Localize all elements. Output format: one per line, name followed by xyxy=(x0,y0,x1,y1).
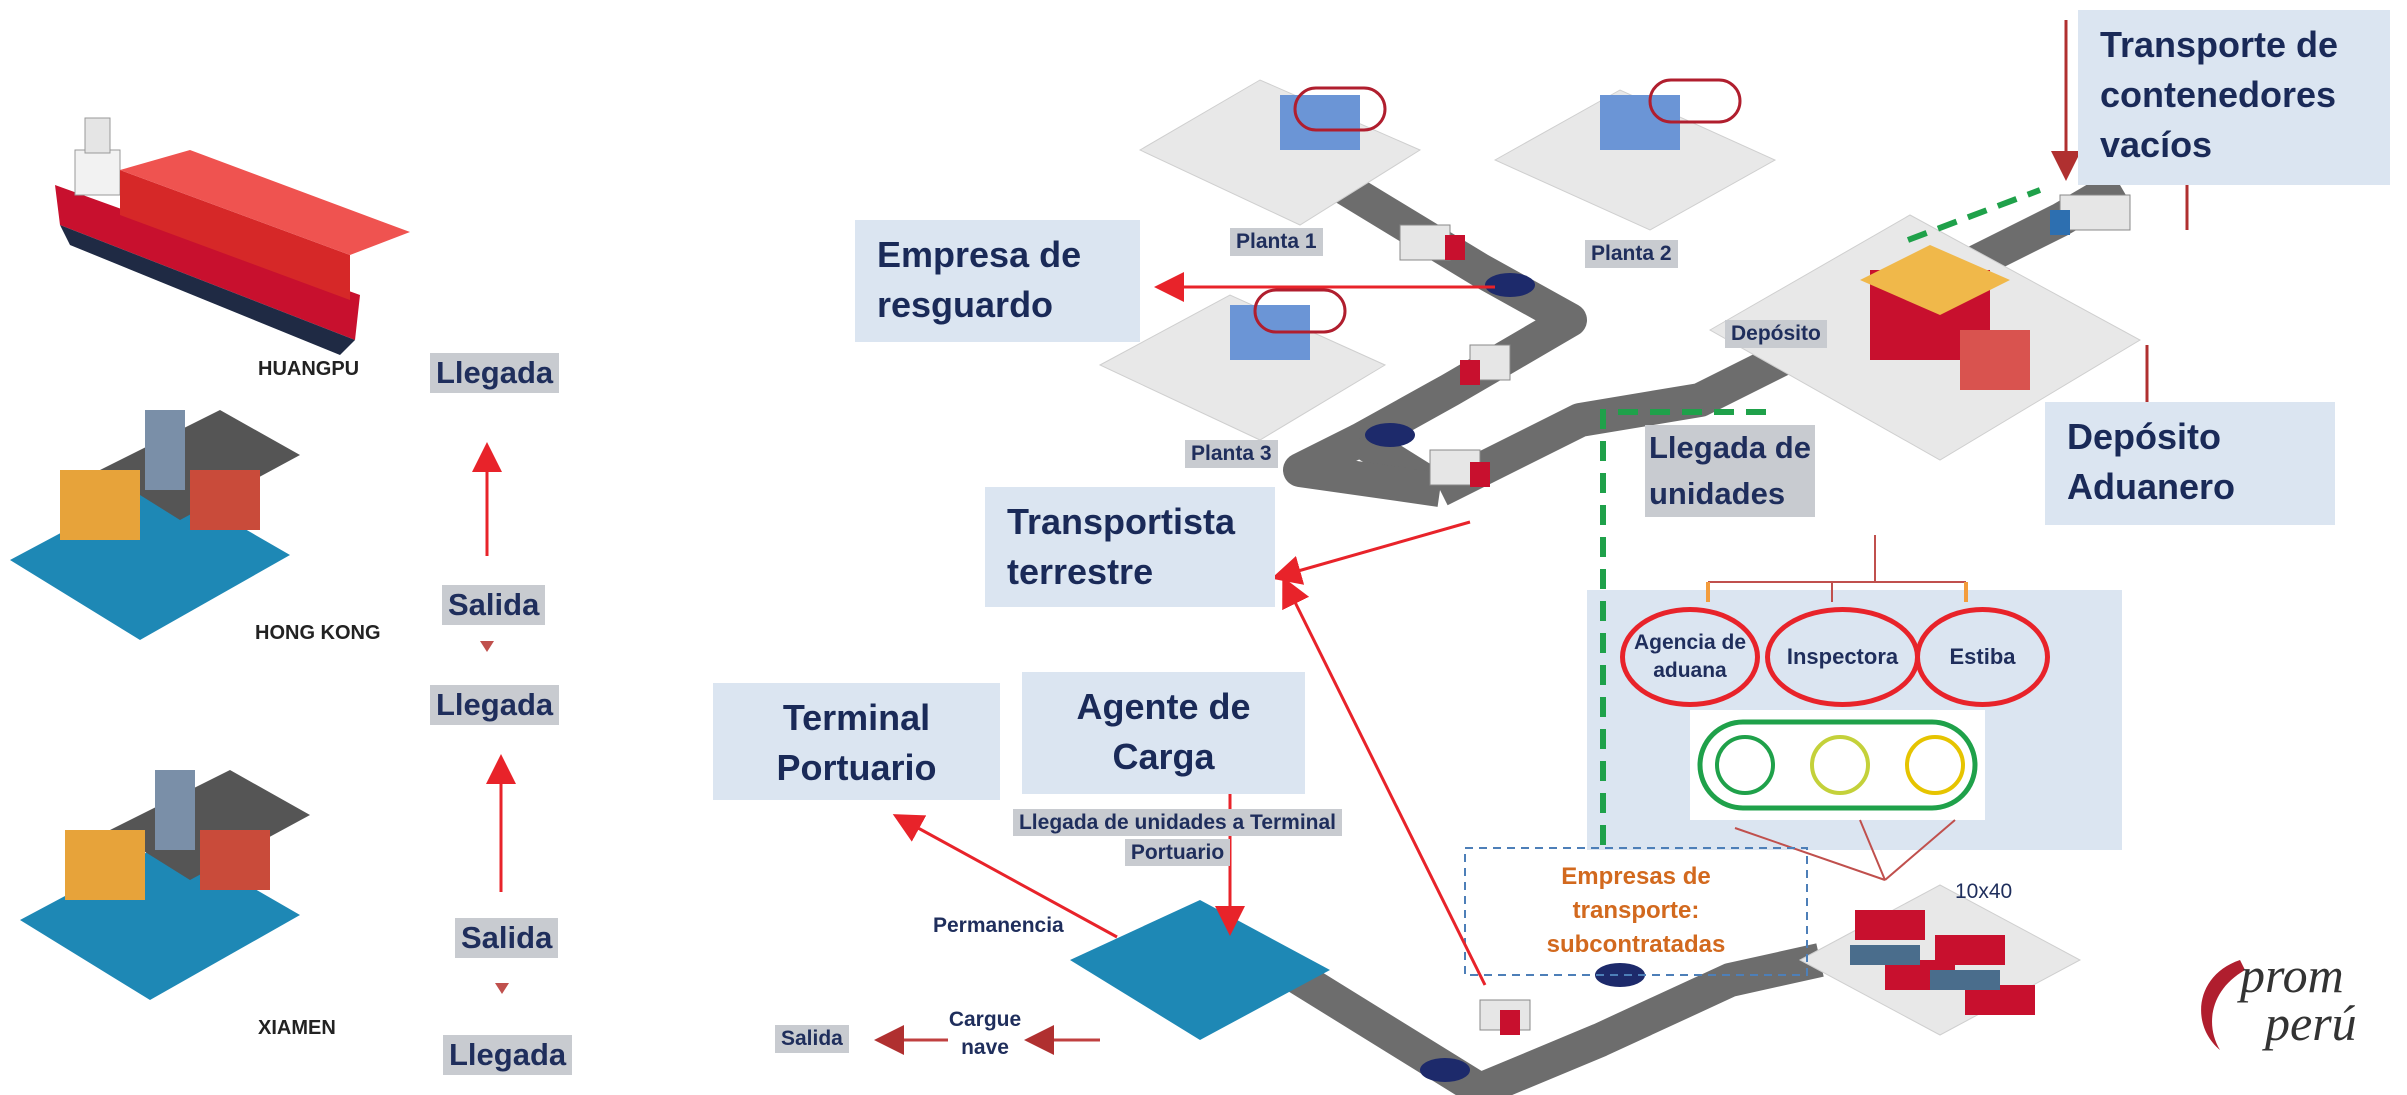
box-terminal-line1: Terminal xyxy=(782,697,931,738)
port-name-xiamen: XIAMEN xyxy=(258,1017,336,1039)
box-deposito-aduanero: Depósito Aduanero xyxy=(2045,402,2335,525)
label-empresas-line1: Empresas de xyxy=(1561,863,1711,890)
box-agente-line2: Carga xyxy=(1112,736,1215,777)
label-empresas-transporte: Empresas de transporte: subcontratadas xyxy=(1467,860,1805,962)
box-deposito-line1: Depósito xyxy=(2067,416,2222,457)
label-cargue-nave: Cargue nave xyxy=(935,1006,1035,1062)
oval-agencia-line1: Agencia de xyxy=(1633,631,1747,654)
label-llegada-unidades-line2: unidades xyxy=(1649,476,1786,511)
box-transporte-line3: vacíos xyxy=(2100,124,2213,165)
label-planta-1: Planta 1 xyxy=(1230,228,1323,256)
label-llegada-terminal-line2: Portuario xyxy=(1124,839,1231,866)
oval-estiba: Estiba xyxy=(1915,607,2050,707)
subcontracted-box xyxy=(1464,847,1808,976)
box-agente-line1: Agente de xyxy=(1076,686,1251,727)
label-planta-2: Planta 2 xyxy=(1585,240,1678,268)
workers-icon-box xyxy=(1690,710,1985,820)
box-deposito-line2: Aduanero xyxy=(2067,466,2236,507)
flow-arrows xyxy=(472,20,2189,986)
icons-to-containers-lines xyxy=(1734,819,1956,881)
green-dashed-link xyxy=(1906,187,2042,243)
label-llegada-terminal: Llegada de unidades a Terminal Portuario xyxy=(1000,808,1355,868)
box-transporte-line2: contenedores xyxy=(2100,74,2337,115)
label-cargue-line2: nave xyxy=(961,1036,1009,1059)
label-planta-3: Planta 3 xyxy=(1185,440,1278,468)
box-empresa-resguardo-line2: resguardo xyxy=(877,284,1054,325)
label-llegada-terminal-line1: Llegada de unidades a Terminal xyxy=(1012,809,1343,836)
box-agente-carga: Agente de Carga xyxy=(1022,672,1305,794)
logo-prom: prom xyxy=(2240,947,2344,1003)
green-dashed-route xyxy=(1600,409,1768,845)
port-illustration-xiamen xyxy=(20,770,310,1000)
customs-agent-icon xyxy=(1715,735,1775,795)
timeline-salida-2: Salida xyxy=(455,918,559,958)
port-name-hong-kong: HONG KONG xyxy=(255,622,381,644)
port-name-huangpu: HUANGPU xyxy=(258,358,360,380)
box-terminal-line2: Portuario xyxy=(776,747,937,788)
box-transportista-line1: Transportista xyxy=(1007,501,1236,542)
box-terminal-portuario: Terminal Portuario xyxy=(713,683,1000,800)
timeline-salida-1: Salida xyxy=(442,585,546,625)
timeline-triangles xyxy=(480,641,509,994)
inspector-icon xyxy=(1810,735,1870,795)
stevedore-icon xyxy=(1905,735,1965,795)
label-deposito: Depósito xyxy=(1725,320,1827,348)
timeline-llegada-1: Llegada xyxy=(430,353,560,393)
promperu-logo-mark xyxy=(2201,960,2245,1050)
logo-peru: perú xyxy=(2265,995,2357,1051)
vehicles xyxy=(1365,194,2131,1082)
label-empresas-line3: subcontratadas xyxy=(1546,931,1726,958)
security-icon-groups xyxy=(1253,78,1742,334)
label-empresas-line2: transporte: xyxy=(1572,897,1700,924)
label-permanencia: Permanencia xyxy=(933,914,1064,937)
label-container-size: 10x40 xyxy=(1955,880,2013,903)
box-transportista: Transportista terrestre xyxy=(985,487,1275,607)
oval-agencia-line2: aduana xyxy=(1653,659,1727,682)
workers-icon-frame xyxy=(1697,719,1978,811)
box-transportista-line2: terrestre xyxy=(1007,551,1154,592)
containers-group xyxy=(1850,910,2035,1015)
timeline-llegada-2: Llegada xyxy=(430,685,560,725)
box-transporte-vacios: Transporte de contenedores vacíos xyxy=(2078,10,2390,185)
oval-inspectora: Inspectora xyxy=(1765,607,1920,707)
label-salida: Salida xyxy=(775,1025,849,1053)
label-cargue-line1: Cargue xyxy=(948,1008,1022,1031)
box-empresa-resguardo: Empresa de resguardo xyxy=(855,220,1140,342)
label-llegada-unidades: Llegada de unidades xyxy=(1645,425,1815,517)
services-bracket xyxy=(1706,535,1968,602)
port-illustration-hongkong xyxy=(10,410,300,640)
timeline-llegada-3: Llegada xyxy=(443,1035,573,1075)
label-llegada-unidades-line1: Llegada de xyxy=(1649,430,1811,465)
cargo-ship-illustration xyxy=(55,117,410,355)
box-transporte-line1: Transporte de xyxy=(2100,24,2339,65)
oval-agencia-aduana: Agencia de aduana xyxy=(1620,607,1760,707)
box-empresa-resguardo-line1: Empresa de xyxy=(877,234,1082,275)
